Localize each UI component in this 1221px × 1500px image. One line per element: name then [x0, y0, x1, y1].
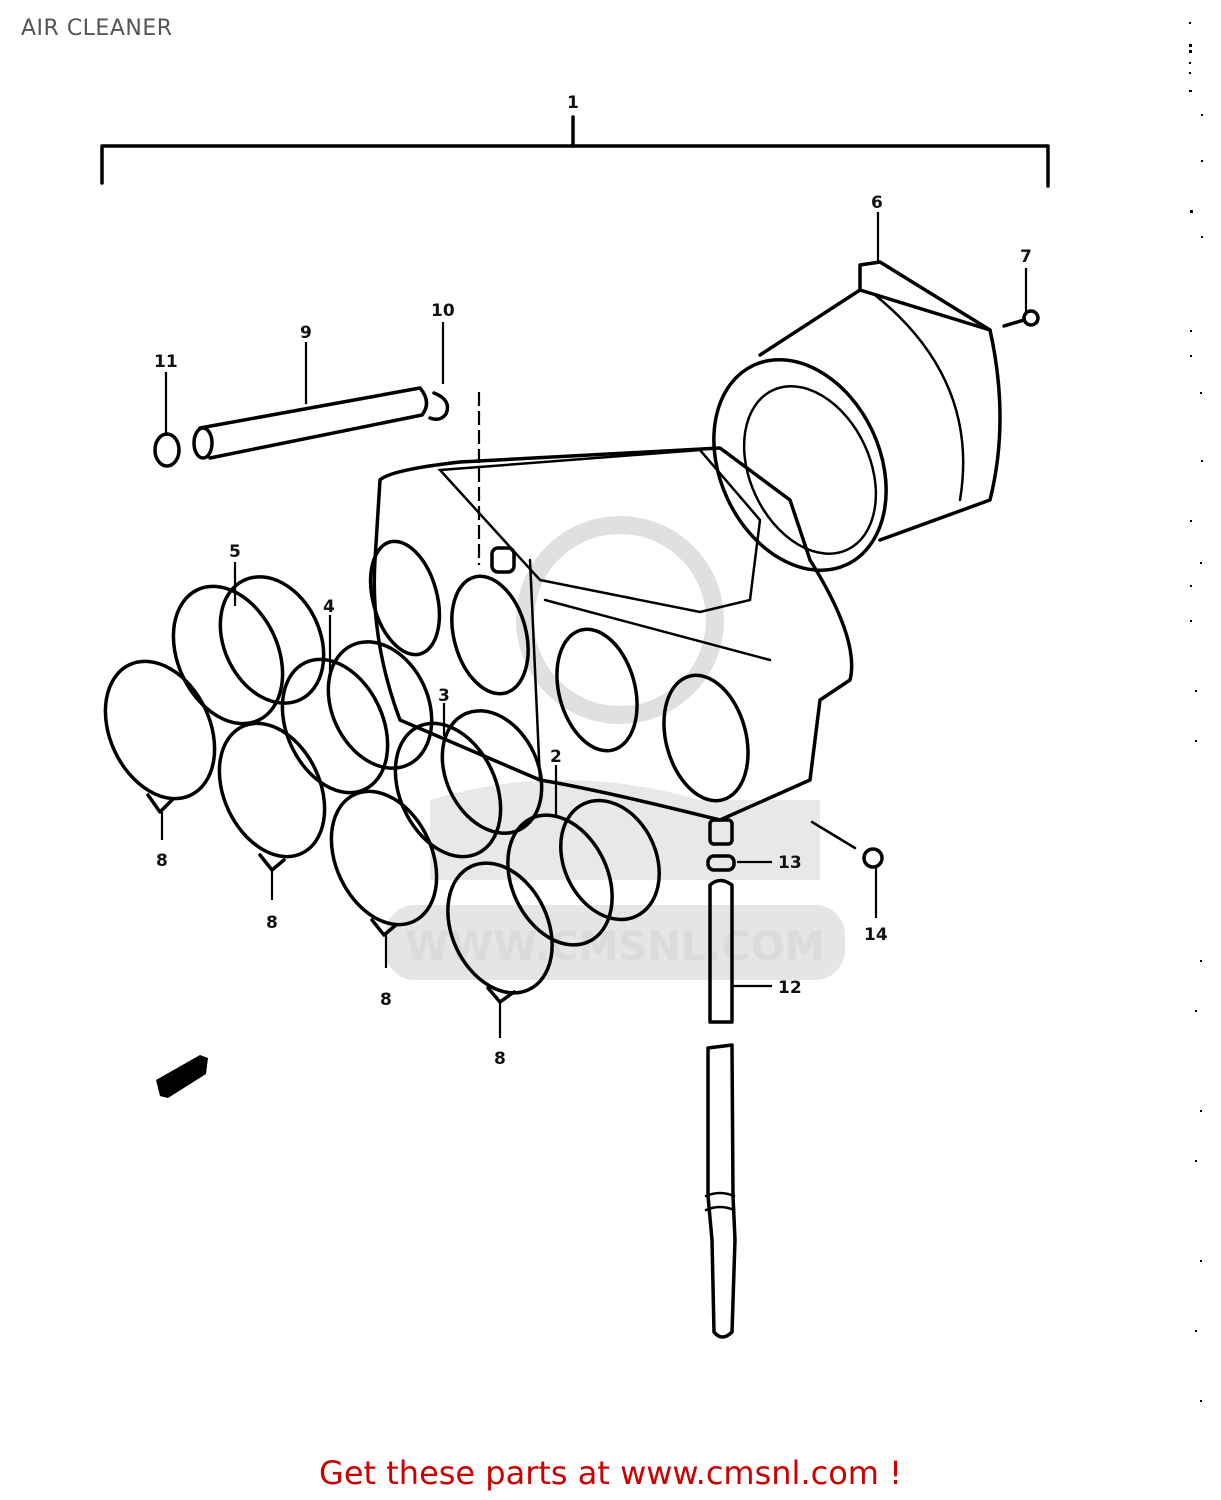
callout-6[interactable]: 6: [871, 193, 883, 213]
drain-outlet: [708, 818, 734, 846]
breather-hose[interactable]: 9: [192, 323, 429, 460]
callout-8-b[interactable]: 8: [266, 913, 278, 933]
callout-2[interactable]: 2: [550, 747, 562, 767]
scan-edge-dots: [1189, 22, 1203, 1402]
air-cleaner-case[interactable]: [359, 392, 854, 822]
callout-4[interactable]: 4: [323, 597, 335, 617]
callout-7[interactable]: 7: [1020, 247, 1032, 267]
intake-boot-5[interactable]: 5: [152, 542, 343, 741]
hose-clip-11[interactable]: 11: [153, 352, 181, 468]
front-direction-arrow-icon: [156, 1055, 208, 1098]
hose-clip-10[interactable]: 10: [428, 301, 455, 422]
callout-11[interactable]: 11: [154, 352, 178, 372]
callout-1[interactable]: 1: [567, 93, 579, 113]
callout-10[interactable]: 10: [431, 301, 455, 321]
promo-link[interactable]: Get these parts at www.cmsnl.com !: [0, 1454, 1221, 1492]
page-title: AIR CLEANER: [21, 16, 173, 41]
screw-14[interactable]: 14: [810, 820, 888, 945]
callout-9[interactable]: 9: [300, 323, 312, 343]
air-filter-element[interactable]: 6: [681, 193, 1002, 599]
screw-7[interactable]: 7: [1002, 247, 1040, 328]
callout-14[interactable]: 14: [864, 925, 888, 945]
clamp-8-d[interactable]: 8: [428, 846, 572, 1069]
callout-8-a[interactable]: 8: [156, 851, 168, 871]
watermark-text: WWW.CMSNL.COM: [405, 924, 825, 970]
callout-13[interactable]: 13: [778, 853, 802, 873]
callout-3[interactable]: 3: [438, 686, 450, 706]
clamp-13[interactable]: 13: [706, 853, 802, 873]
callout-5[interactable]: 5: [229, 542, 241, 562]
drain-hose-12[interactable]: 12: [704, 878, 802, 1339]
promo-link-text[interactable]: Get these parts at www.cmsnl.com !: [319, 1454, 902, 1492]
clamp-8-c[interactable]: 8: [311, 774, 457, 1010]
callout-12[interactable]: 12: [778, 978, 802, 998]
callout-1-bracket: 1: [100, 93, 1050, 188]
intake-boot-4[interactable]: 4: [262, 597, 451, 810]
callout-8-d[interactable]: 8: [494, 1049, 506, 1069]
clamp-8-b[interactable]: 8: [199, 706, 345, 933]
watermark: WWW.CMSNL.COM: [385, 516, 845, 980]
intake-boot-2[interactable]: 2: [488, 747, 678, 962]
clamp-8-a[interactable]: 8: [84, 644, 235, 871]
callout-8-c[interactable]: 8: [380, 990, 392, 1010]
